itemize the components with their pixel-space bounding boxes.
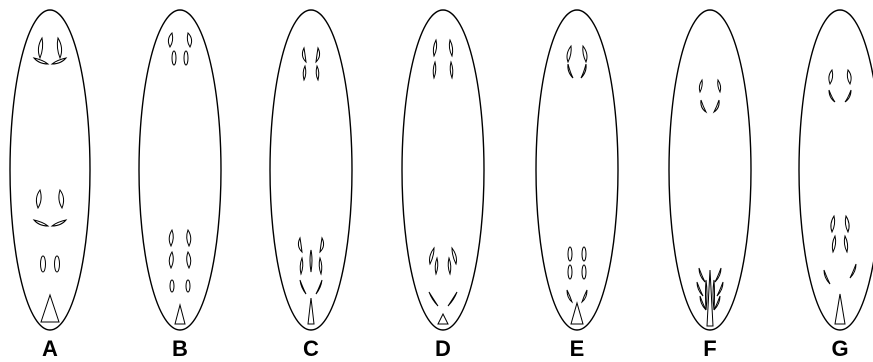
- panel-b: B: [139, 10, 221, 361]
- panel-d: D: [402, 10, 484, 361]
- panel-a: A: [10, 10, 90, 361]
- panel-label: F: [703, 336, 716, 361]
- body-outline: [270, 10, 352, 330]
- body-mark: [41, 256, 46, 272]
- body-mark: [310, 250, 312, 272]
- body-outline: [10, 10, 90, 330]
- body-mark: [568, 247, 572, 261]
- body-mark: [170, 280, 174, 292]
- body-mark: [186, 280, 190, 292]
- panel-label: E: [570, 336, 585, 361]
- body-mark: [55, 256, 60, 272]
- body-mark: [184, 51, 188, 65]
- body-mark: [582, 265, 586, 279]
- body-mark: [706, 280, 708, 310]
- body-outline: [536, 10, 618, 330]
- panel-label: D: [435, 336, 451, 361]
- panel-label: A: [42, 336, 58, 361]
- body-mark: [568, 265, 572, 279]
- body-mark: [582, 247, 586, 261]
- body-outline: [402, 10, 484, 330]
- panel-label: G: [831, 336, 848, 361]
- body-outline: [139, 10, 221, 330]
- body-mark: [172, 51, 176, 65]
- panel-g: G: [799, 10, 873, 361]
- panel-f: F: [669, 10, 751, 361]
- panel-label: C: [303, 336, 319, 361]
- body-outline: [799, 10, 873, 330]
- panel-c: C: [270, 10, 352, 361]
- panel-label: B: [172, 336, 188, 361]
- body-mark: [713, 280, 715, 310]
- panel-e: E: [536, 10, 618, 361]
